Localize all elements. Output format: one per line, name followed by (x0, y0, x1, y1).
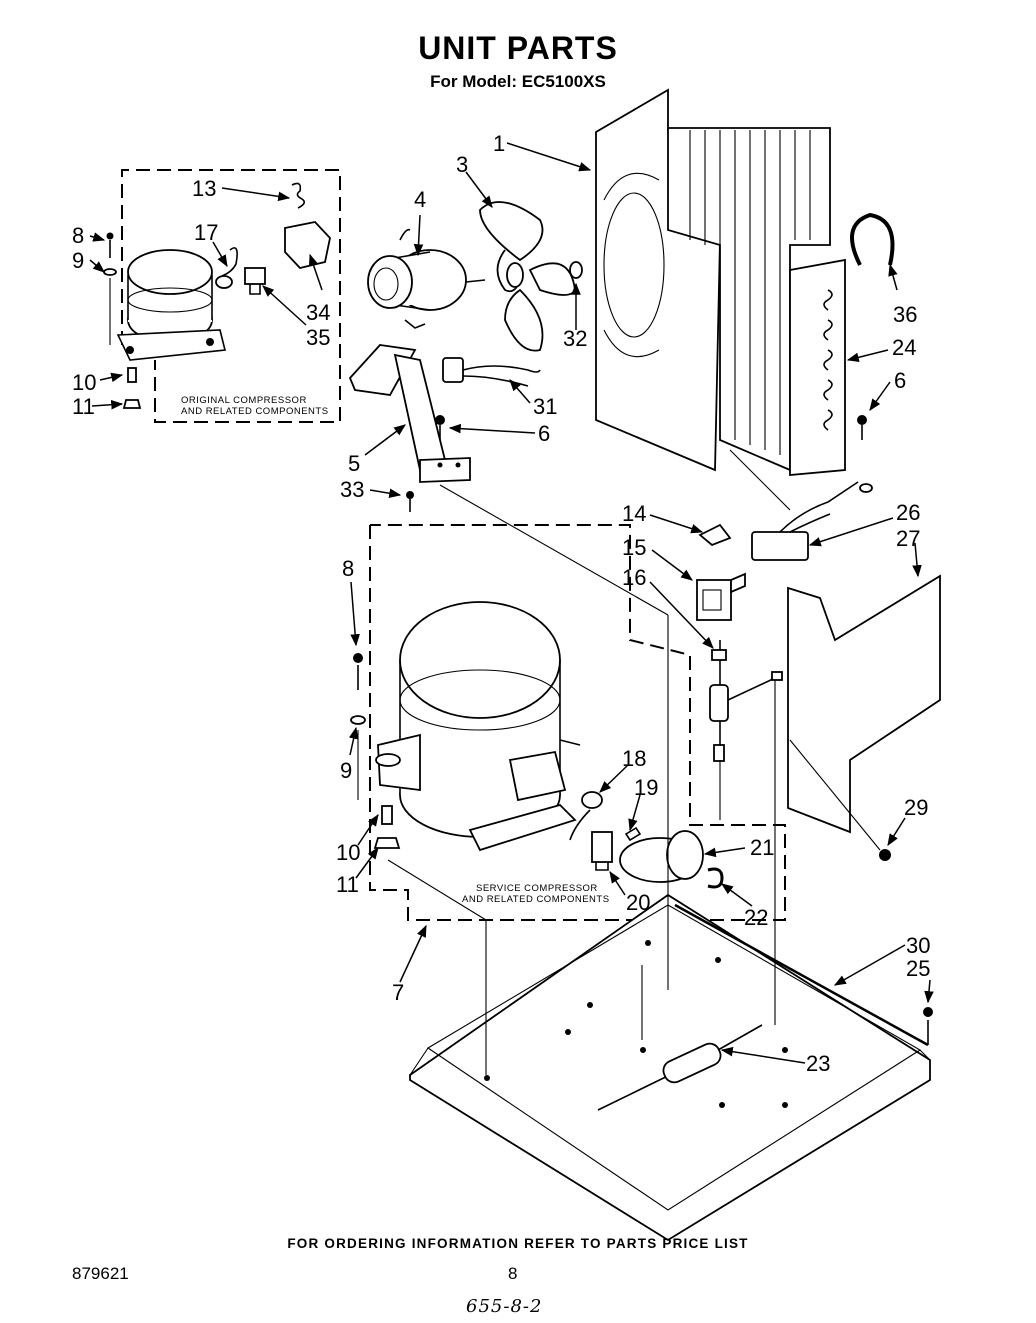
relay-18 (581, 791, 603, 809)
callout-label: 4 (414, 187, 426, 212)
callout-label: 11 (72, 394, 95, 419)
overload-20 (591, 831, 613, 871)
callout-label: 31 (533, 394, 557, 419)
strap-22 (707, 867, 724, 889)
callout-label: 3 (456, 152, 468, 177)
drier-23 (597, 1024, 763, 1111)
callout-label: 27 (896, 526, 920, 551)
callout-label: 20 (626, 890, 650, 915)
terminal-cover-34 (284, 221, 331, 269)
callout-label: 21 (750, 835, 774, 860)
callout-label: 18 (622, 746, 646, 771)
callout-label: 10 (336, 840, 360, 865)
callout-label: 6 (538, 421, 550, 446)
callout-label: 14 (622, 501, 646, 526)
screw-25 (923, 1007, 933, 1017)
callout-label: 23 (806, 1051, 830, 1076)
page-title: UNIT PARTS (418, 30, 618, 66)
service-caption-line1: SERVICE COMPRESSOR (476, 883, 598, 894)
original-compressor-outline (121, 169, 341, 423)
connector-26 (751, 481, 873, 561)
relay-part-17 (215, 247, 238, 289)
callout-label: 26 (896, 500, 920, 525)
page-number: 8 (508, 1264, 518, 1283)
callout-label: 36 (893, 302, 917, 327)
capacitor-21 (619, 830, 704, 883)
service-caption-line2: AND RELATED COMPONENTS (462, 894, 610, 905)
callout-label: 8 (342, 556, 354, 581)
tube-36 (850, 212, 895, 266)
screw-29 (879, 849, 891, 861)
callout-label: 33 (340, 477, 364, 502)
callout-label: 34 (306, 300, 330, 325)
callout-label: 30 (906, 933, 930, 958)
fan-blade-3 (479, 201, 576, 352)
rail-30 (674, 903, 929, 1047)
callout-label: 29 (904, 795, 928, 820)
condenser-24 (667, 127, 846, 476)
callout-label: 6 (894, 368, 906, 393)
original-compressor-group: ORIGINAL COMPRESSOR AND RELATED COMPONEN… (103, 169, 341, 423)
callout-label: 9 (340, 758, 352, 783)
panel-27 (787, 574, 941, 834)
fan-motor-4 (367, 228, 486, 329)
bracket-5 (348, 344, 471, 483)
service-compressor (375, 601, 581, 852)
callout-label: 15 (622, 535, 646, 560)
document-number: 879621 (72, 1264, 129, 1283)
original-caption-line2: AND RELATED COMPONENTS (181, 406, 329, 417)
callout-label: 5 (348, 451, 360, 476)
solenoid-15 (696, 572, 746, 621)
washer-32 (569, 261, 583, 279)
model-subtitle: For Model: EC5100XS (430, 72, 606, 91)
callout-label: 8 (72, 223, 84, 248)
callout-label: 35 (306, 325, 330, 350)
callout-label: 19 (634, 775, 658, 800)
service-compressor-group: SERVICE COMPRESSOR AND RELATED COMPONENT… (350, 524, 786, 921)
callout-label: 13 (192, 176, 216, 201)
valve-16 (709, 640, 783, 762)
original-compressor (116, 249, 226, 361)
capacitor-lead-31 (442, 357, 541, 387)
connection-lines (109, 278, 881, 1075)
callout-label: 25 (906, 956, 930, 981)
callout-label: 9 (72, 248, 84, 273)
handwritten-note: 655-8-2 (466, 1296, 543, 1317)
callout-label: 16 (622, 565, 646, 590)
callout-label: 32 (563, 326, 587, 351)
callout-label: 10 (72, 370, 96, 395)
callout-label: 11 (336, 872, 359, 897)
callout-label: 22 (744, 905, 768, 930)
callout-label: 24 (892, 335, 916, 360)
clip-part-13 (291, 182, 306, 209)
overload-35 (244, 267, 266, 285)
callout-label: 1 (493, 131, 505, 156)
callout-label: 17 (194, 220, 218, 245)
clip-14 (698, 523, 732, 547)
original-caption-line1: ORIGINAL COMPRESSOR (181, 395, 307, 406)
clip-19 (624, 826, 642, 842)
ordering-footer-note: FOR ORDERING INFORMATION REFER TO PARTS … (287, 1236, 749, 1251)
callout-label: 7 (392, 980, 404, 1005)
